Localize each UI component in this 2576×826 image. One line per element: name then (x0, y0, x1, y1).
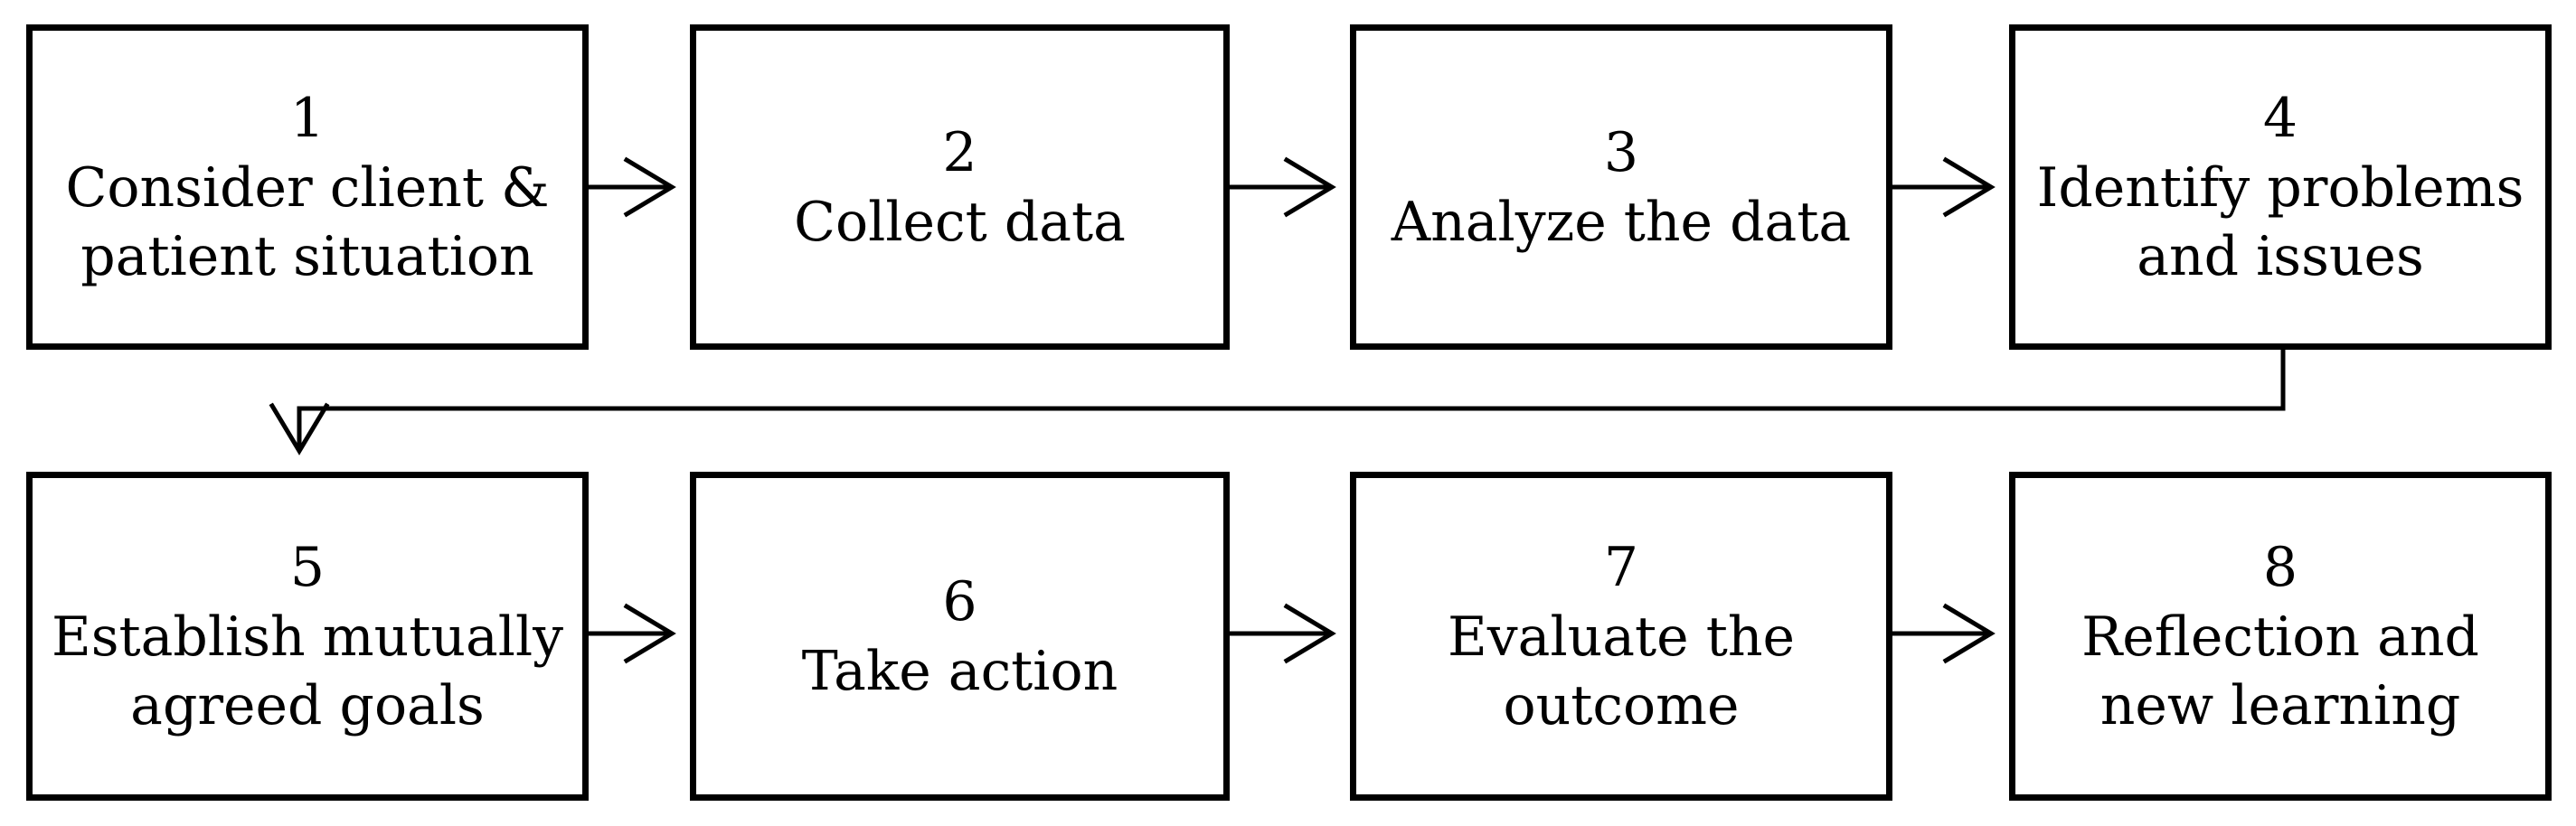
step-5-box: 5 Establish mutually agreed goals (26, 472, 589, 801)
step-label-line: agreed goals (130, 674, 485, 737)
arrow-step5-to-step6 (586, 603, 676, 664)
arrow-step7-to-step8 (1890, 603, 1996, 664)
arrow-step3-to-step4 (1890, 156, 1996, 218)
arrow-step4-to-step5 (269, 347, 2286, 455)
step-8-box: 8 Reflection and new learning (2009, 472, 2552, 801)
step-number: 4 (2262, 87, 2298, 150)
step-label-line: and issues (2137, 225, 2424, 288)
step-4-box: 4 Identify problems and issues (2009, 24, 2552, 350)
arrow-step2-to-step3 (1227, 156, 1336, 218)
step-label-line: patient situation (80, 225, 534, 288)
step-3-box: 3 Analyze the data (1350, 24, 1892, 350)
step-label-line: Collect data (794, 191, 1126, 254)
step-label-line: Identify problems (2036, 156, 2524, 220)
step-2-box: 2 Collect data (690, 24, 1230, 350)
step-number: 6 (942, 570, 977, 634)
step-number: 5 (289, 536, 326, 599)
step-number: 8 (2262, 536, 2298, 599)
arrow-step1-to-step2 (586, 156, 676, 218)
step-number: 7 (1603, 536, 1639, 599)
step-6-box: 6 Take action (690, 472, 1230, 801)
step-label-line: Take action (801, 640, 1118, 703)
step-number: 1 (289, 87, 326, 150)
arrow-step6-to-step7 (1227, 603, 1336, 664)
step-number: 3 (1603, 121, 1639, 184)
step-7-box: 7 Evaluate the outcome (1350, 472, 1892, 801)
step-1-box: 1 Consider client & patient situation (26, 24, 589, 350)
step-label-line: Reflection and (2081, 605, 2479, 669)
step-label-line: outcome (1503, 674, 1740, 737)
step-label-line: Evaluate the (1447, 605, 1796, 669)
step-label-line: Establish mutually (51, 605, 564, 669)
step-label-line: new learning (2099, 674, 2461, 737)
step-label-line: Consider client & (65, 156, 550, 220)
step-label-line: Analyze the data (1391, 191, 1852, 254)
step-number: 2 (942, 121, 977, 184)
